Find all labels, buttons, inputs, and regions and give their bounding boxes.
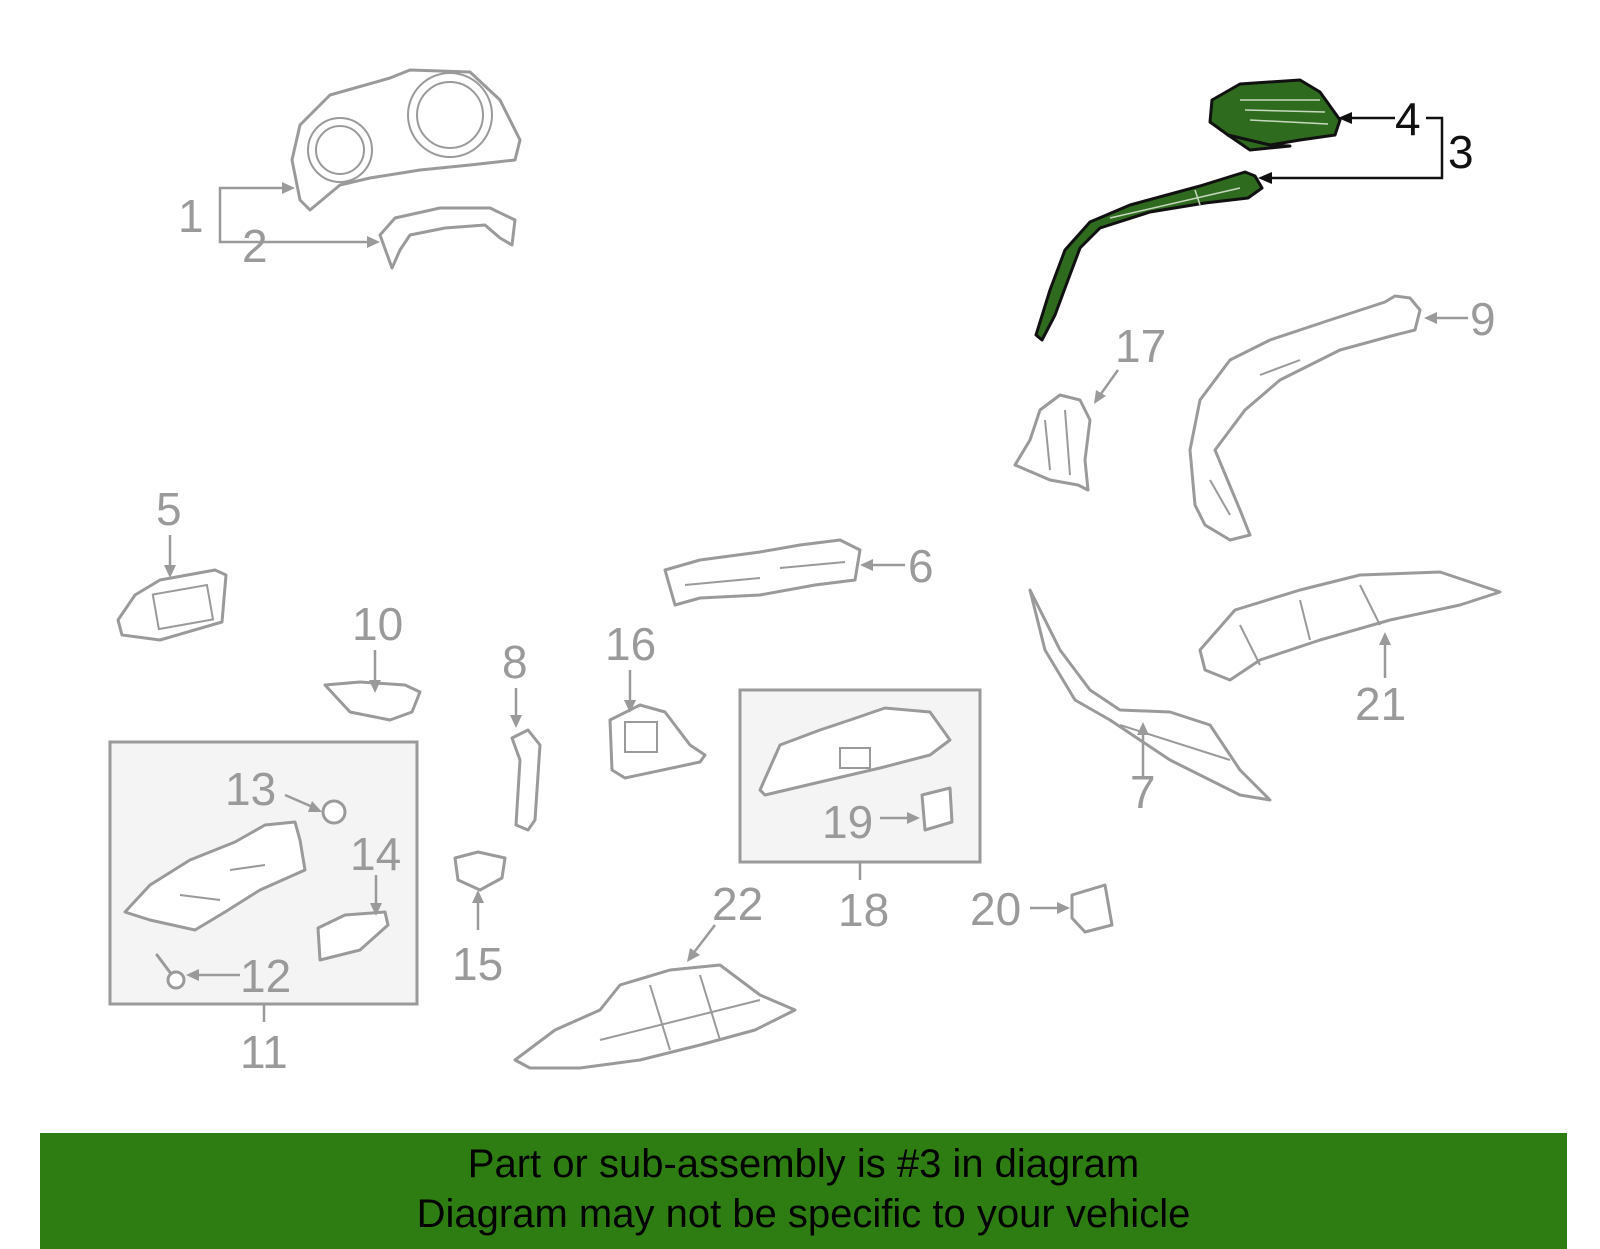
leader-22 [687,924,716,962]
callout-7: 7 [1130,766,1156,818]
callout-20: 20 [970,883,1021,935]
part-13-cap[interactable] [321,799,347,825]
part-11-duct-assembly[interactable] [123,820,307,932]
leader-21 [1379,632,1391,678]
leader-13 [284,793,322,812]
part-14-vent-small[interactable] [316,910,390,962]
part-22-floor-duct[interactable] [513,963,797,1070]
part-6-center-vent[interactable] [663,538,862,607]
leader-9 [1424,312,1468,324]
leader-6 [860,559,905,571]
leader-17 [1094,369,1120,404]
leader-14 [370,875,382,916]
callout-15: 15 [452,938,503,990]
callout-9: 9 [1470,293,1496,345]
callout-13: 13 [225,763,276,815]
leader-7 [1137,722,1149,778]
callout-10: 10 [352,598,403,650]
leader-20 [1030,902,1070,914]
leader-15 [472,890,484,930]
part-8-bracket-strip[interactable] [510,728,542,832]
leader-16 [624,670,636,713]
callout-21: 21 [1355,678,1406,730]
part-10-trim[interactable] [323,680,422,722]
part-3-duct-highlighted[interactable] [1034,170,1264,342]
part-15-clip[interactable] [453,850,507,892]
info-banner: Part or sub-assembly is #3 in diagram Di… [40,1133,1567,1249]
leader-1 [218,182,380,248]
part-4-vent-highlighted[interactable] [1208,78,1342,152]
callout-3: 3 [1448,126,1474,178]
leader-10 [369,650,381,693]
callout-5: 5 [156,483,182,535]
part-9-duct[interactable] [1188,294,1422,542]
callout-12: 12 [240,950,291,1002]
part-17-bracket[interactable] [1013,393,1092,492]
leader-5 [164,535,176,578]
callout-17: 17 [1115,320,1166,372]
callout-19: 19 [822,796,873,848]
callout-6: 6 [908,540,934,592]
callout-18: 18 [838,884,889,936]
banner-line-1: Part or sub-assembly is #3 in diagram [467,1142,1140,1186]
callout-2: 2 [242,220,268,272]
callout-22: 22 [712,878,763,930]
part-19-pad[interactable] [920,786,954,832]
part-7-trim-panel[interactable] [1028,588,1272,802]
callout-8: 8 [502,636,528,688]
callout-4: 4 [1395,93,1421,145]
callout-14: 14 [350,828,401,880]
parts-diagram: 1 2 4 3 9 17 5 6 7 21 10 [108,68,1502,1078]
part-16-bracket[interactable] [608,703,707,780]
callout-16: 16 [605,618,656,670]
part-20-pad[interactable] [1070,883,1114,934]
banner-line-2: Diagram may not be specific to your vehi… [416,1192,1191,1236]
part-2-cluster-cover[interactable] [378,206,517,270]
leader-8 [510,688,522,728]
leader-12 [186,969,240,981]
part-18-panel[interactable] [758,706,952,797]
part-21-lower-duct[interactable] [1198,570,1502,682]
part-5-side-vent[interactable] [116,568,228,642]
leader-3-4 [1258,112,1444,184]
part-12-screw[interactable] [155,953,186,990]
callout-1: 1 [178,190,204,242]
callout-11: 11 [240,1026,288,1078]
part-1-cluster-hood[interactable] [290,68,522,212]
leader-19 [880,812,920,824]
